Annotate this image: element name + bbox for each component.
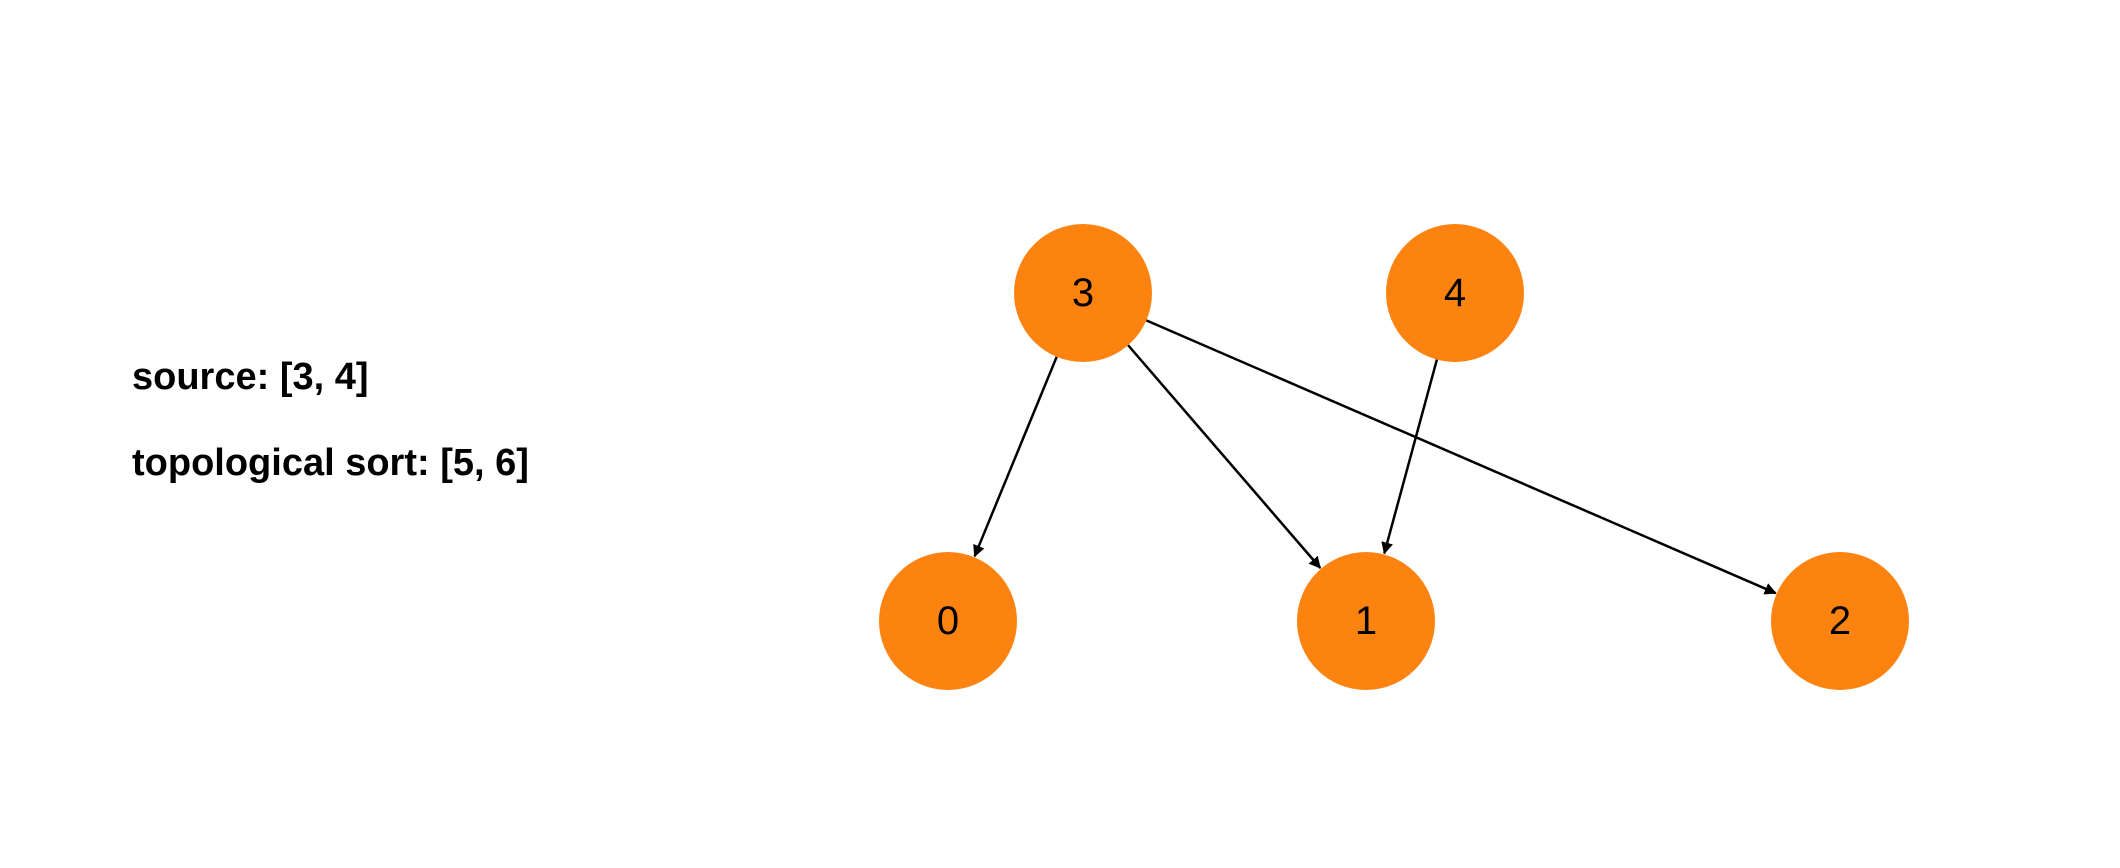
topological-sort-value: [5, 6] bbox=[440, 442, 529, 484]
node-circle-1 bbox=[1297, 552, 1435, 690]
node-circle-0 bbox=[879, 552, 1017, 690]
node-label-0: 0 bbox=[937, 599, 959, 643]
node-2: 2 bbox=[1771, 552, 1909, 690]
edge-3-to-1 bbox=[1127, 344, 1322, 569]
nodes-layer: 3 4 0 1 2 bbox=[879, 224, 1909, 690]
node-1: 1 bbox=[1297, 552, 1435, 690]
source-label: source: bbox=[132, 356, 270, 398]
edge-4-to-1 bbox=[1381, 359, 1439, 555]
node-label-4: 4 bbox=[1444, 271, 1466, 315]
edges-layer bbox=[973, 319, 1777, 595]
topological-sort-label: topological sort: bbox=[132, 442, 430, 484]
node-circle-2 bbox=[1771, 552, 1909, 690]
source-value: [3, 4] bbox=[279, 356, 369, 398]
source-line: source: [3, 4] bbox=[132, 358, 369, 396]
node-label-2: 2 bbox=[1829, 599, 1851, 643]
edge-3-to-2 bbox=[1145, 319, 1777, 595]
node-circle-4 bbox=[1386, 224, 1524, 362]
node-0: 0 bbox=[879, 552, 1017, 690]
edge-3-to-0 bbox=[973, 356, 1058, 558]
topological-sort-line: topological sort: [5, 6] bbox=[132, 444, 529, 482]
node-label-1: 1 bbox=[1355, 599, 1377, 643]
node-4: 4 bbox=[1386, 224, 1524, 362]
node-3: 3 bbox=[1014, 224, 1152, 362]
node-circle-3 bbox=[1014, 224, 1152, 362]
node-label-3: 3 bbox=[1072, 271, 1094, 315]
